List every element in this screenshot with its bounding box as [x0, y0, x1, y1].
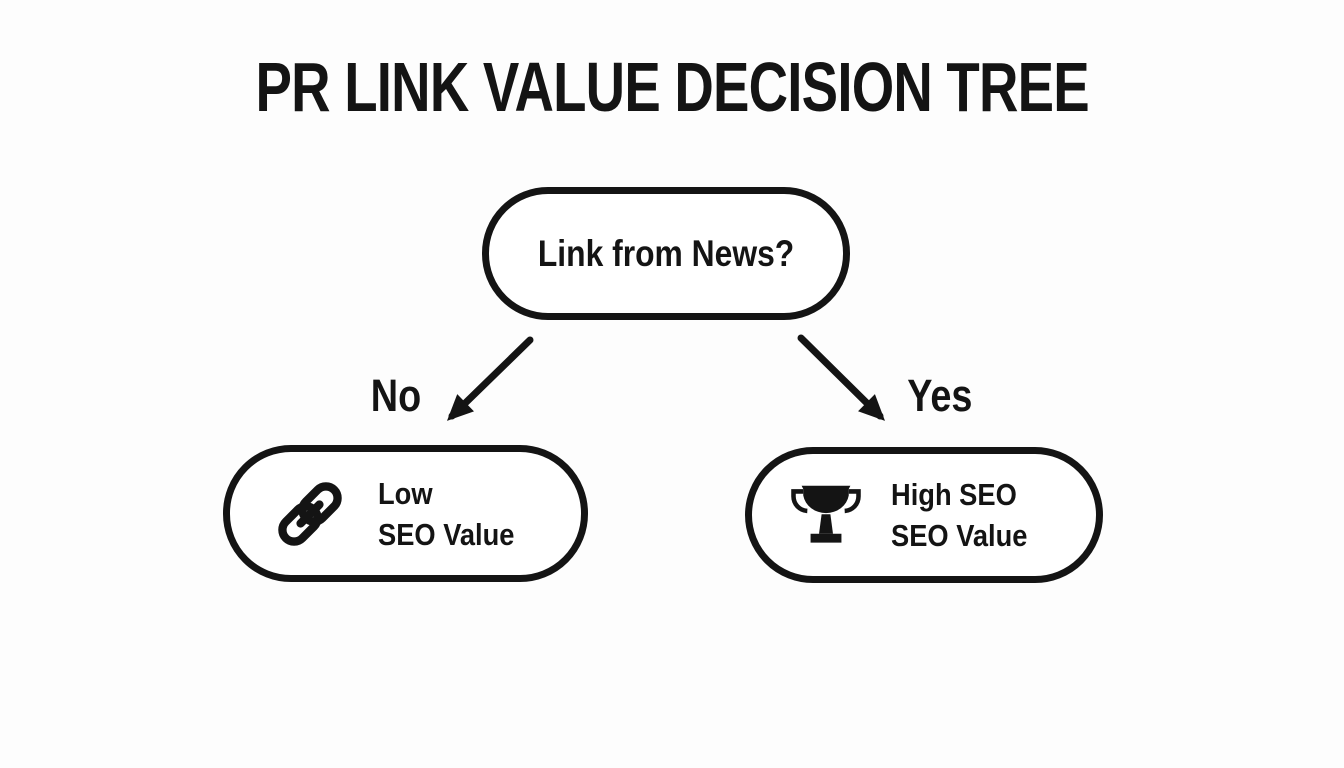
leaf-text-low: Low SEO Value — [378, 473, 533, 555]
leaf-text-line: SEO Value — [378, 516, 515, 552]
page-title: PR LINK VALUE DECISION TREE — [0, 52, 1344, 122]
node-high-seo-value: High SEO SEO Value — [745, 447, 1103, 583]
node-low-seo-value: Low SEO Value — [223, 445, 588, 582]
branch-label-no-text: No — [370, 370, 422, 421]
no-branch-arrow — [446, 336, 534, 421]
branch-label-yes: Yes — [901, 373, 979, 418]
root-node-label: Link from News? — [537, 232, 795, 274]
yes-branch-arrow — [797, 334, 885, 421]
node-link-from-news: Link from News? — [482, 187, 850, 320]
leaf-text-line: SEO Value — [891, 518, 1028, 553]
leaf-text-high: High SEO SEO Value — [891, 474, 1046, 556]
page-title-text: PR LINK VALUE DECISION TREE — [255, 48, 1089, 126]
branch-label-yes-text: Yes — [907, 370, 973, 421]
branch-label-no: No — [366, 373, 426, 418]
leaf-text-line: Low — [378, 475, 433, 511]
chain-link-icon — [270, 474, 350, 554]
leaf-text-line: High SEO — [891, 477, 1017, 512]
trophy-icon — [787, 476, 865, 554]
